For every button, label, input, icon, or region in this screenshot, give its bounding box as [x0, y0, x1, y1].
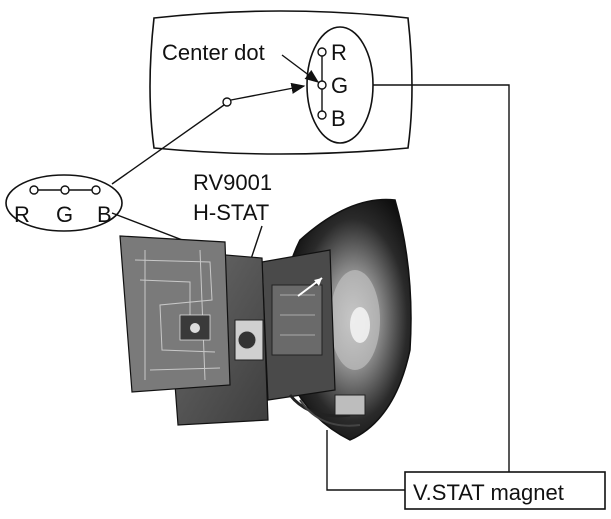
label-center-dot: Center dot	[162, 40, 265, 65]
dot-r-left	[30, 186, 38, 194]
dot-b-left	[92, 186, 100, 194]
label-b-top: B	[331, 106, 346, 131]
label-r-top: R	[331, 40, 347, 65]
center-dot	[318, 81, 326, 89]
dot-b-top	[318, 111, 326, 119]
label-g-top: G	[331, 73, 348, 98]
label-v-stat-magnet: V.STAT magnet	[413, 480, 564, 505]
dot-r-top	[318, 48, 326, 56]
label-rv9001: RV9001	[193, 170, 272, 195]
crt-photo	[120, 200, 411, 441]
label-h-stat: H-STAT	[193, 200, 269, 225]
dot-g-left	[61, 186, 69, 194]
label-b-left: B	[97, 202, 112, 227]
label-g-left: G	[56, 202, 73, 227]
screen-point	[223, 98, 231, 106]
v-stat-connector-left	[327, 430, 405, 490]
label-r-left: R	[14, 202, 30, 227]
